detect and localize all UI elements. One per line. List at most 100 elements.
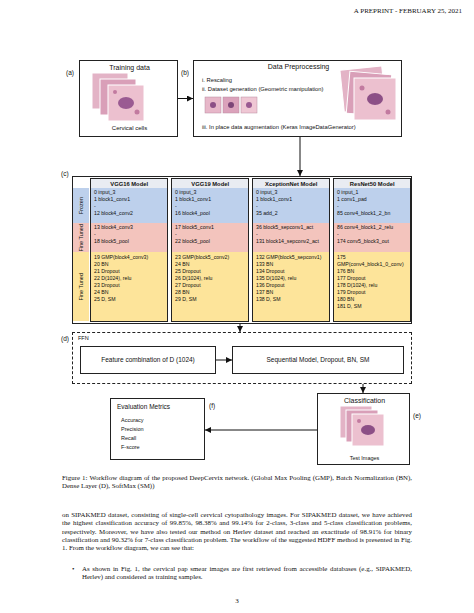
cell-nucleus: [210, 102, 216, 108]
flow-arrow: [205, 430, 317, 431]
test-images: [340, 406, 384, 446]
cell-nucleus: [361, 425, 375, 435]
node-text: -: [337, 231, 407, 238]
node-text: Sequential Model, Dropout, BN, SM: [267, 356, 370, 364]
cell-nucleus: [228, 102, 234, 108]
cell-image: [346, 410, 378, 442]
diagram-box: Sequential Model, Dropout, BN, SM: [232, 346, 404, 374]
diagram-box: 132 GMP(block5_sepconv1)133 BN134 Dropou…: [253, 252, 329, 321]
training-images: [92, 73, 144, 121]
diagram-box: 36 block5_sepconv1_act-131 block14_sepco…: [253, 223, 329, 252]
node-text: 174 conv5_block3_out: [337, 238, 407, 245]
node-text: Cervical cells: [80, 125, 179, 132]
diagram-box: ResNet50 Model0 input_11 conv1_pad-85 co…: [333, 178, 411, 322]
diagram-box: 175 GMP(conv4_block1_0_conv)176 BN177 Dr…: [334, 252, 410, 321]
node-text: Frozen: [78, 197, 85, 214]
diagram-box: Feature combination of D (1024): [80, 346, 216, 374]
rescaled-images: [205, 97, 257, 113]
page-text: As shown in Fig. 1, the cervical pap sme…: [82, 565, 412, 582]
node-text: 0 input_3: [94, 189, 164, 196]
cell-blob: [135, 110, 140, 115]
node-text: 18 block5_pool: [94, 238, 164, 245]
diagram-box: (f)Evaluation MetricsAccuracyPrecisionRe…: [110, 398, 205, 460]
node-text: 28 BN: [175, 289, 245, 296]
node-text: 137 BN: [256, 289, 326, 296]
node-text: ii. Dataset generation (Geometric manipu…: [202, 86, 344, 93]
node-text: 135 D(1024), relu: [256, 275, 326, 282]
cell-image: [241, 97, 257, 113]
diagram-box: 0 input_31 block1_conv1-16 block4_pool: [172, 188, 248, 223]
diagram-box: 0 input_31 block1_conv1-35 add_2: [253, 188, 329, 223]
node-text: (e): [413, 412, 427, 420]
node-text: 0 input_3: [256, 189, 326, 196]
page-text: on SIPAKMED dataset, consisting of singl…: [62, 511, 412, 552]
node-text: iii. In place data augmentation (Keras I…: [202, 124, 402, 131]
node-text: VGG19 Model: [172, 181, 248, 188]
node-text: (c): [61, 170, 73, 178]
cell-image: [92, 73, 128, 109]
cell-image: [340, 406, 372, 438]
node-text: Precision: [121, 426, 201, 433]
node-text: FFN: [78, 335, 108, 342]
node-text: 25 D, SM: [94, 296, 164, 303]
cell-image: [100, 79, 136, 115]
diagram-box: (d)FFNFeature combination of D (1024)Seq…: [72, 332, 412, 384]
node-text: (a): [66, 69, 80, 77]
node-text: Fine Tuned: [78, 273, 85, 301]
node-text: 131 block14_sepconv2_act: [256, 238, 326, 245]
node-text: 181 D, SM: [337, 303, 407, 310]
node-text: XceptionNet Model: [253, 181, 329, 188]
cell-blob: [386, 110, 391, 115]
diagram-box: Frozen: [73, 188, 89, 223]
node-text: 12 block4_conv2: [94, 210, 164, 217]
node-text: -: [94, 231, 164, 238]
node-text: 138 D, SM: [256, 296, 326, 303]
node-text: 27 Dropout: [175, 282, 245, 289]
node-text: Recall: [121, 435, 201, 442]
node-text: 17 block5_conv1: [175, 224, 245, 231]
node-text: 23 GMP(block5_conv2): [175, 254, 245, 261]
node-text: 20 BN: [94, 261, 164, 268]
cell-nucleus: [112, 91, 126, 101]
node-text: 22 D(1024), relu: [94, 275, 164, 282]
node-text: 176 BN: [337, 268, 407, 275]
page-text: 3: [227, 597, 247, 605]
diagram-box: 23 GMP(block5_conv2)24 BN25 Dropout26 D(…: [172, 252, 248, 321]
node-text: 21 Dropout: [94, 268, 164, 275]
diagram-box: 86 conv4_block1_2_relu-174 conv5_block3_…: [334, 223, 410, 252]
node-text: 19 GMP(block4_conv3): [94, 254, 164, 261]
cell-image: [340, 66, 386, 112]
node-text: 36 block5_sepconv1_act: [256, 224, 326, 231]
diagram-box: XceptionNet Model0 input_31 block1_conv1…: [252, 178, 330, 322]
node-text: 0 input_1: [337, 189, 407, 196]
diagram-box: VGG16 Model0 input_31 block1_conv1 - 12 bl…: [90, 178, 168, 322]
node-text: -: [175, 203, 245, 210]
node-text: 177 Dropout: [337, 275, 407, 282]
flow-arrow: [216, 360, 232, 361]
augmented-images: [340, 66, 396, 120]
node-text: 1 block1_conv1: [256, 196, 326, 203]
flow-arrow: [240, 324, 241, 332]
cell-nucleus: [102, 84, 114, 94]
diagram-box: 13 block4_conv3-18 block5_pool: [91, 223, 167, 252]
cell-blob: [113, 90, 117, 94]
cell-image: [223, 97, 239, 113]
cell-nucleus: [367, 93, 383, 105]
diagram-box: (c)FrozenFine TunedFine TunedVGG16 Model…: [72, 176, 412, 324]
diagram-box: (e)ClassificationTest Images: [317, 393, 410, 465]
node-text: -: [256, 231, 326, 238]
node-text: 1 conv1_pad: [337, 196, 407, 203]
node-text: (d): [61, 335, 73, 343]
node-text: F-score: [121, 444, 201, 451]
node-text: Data Preprocessing: [194, 63, 403, 71]
node-text: 1 block1_conv1: [94, 196, 164, 203]
node-text: 23 Dropout: [94, 282, 164, 289]
cell-image: [354, 78, 396, 120]
node-text: 178 D(1024), relu: [337, 282, 407, 289]
diagram-box: (a)Training dataCervical cells: [79, 60, 178, 137]
node-text: VGG16 Model: [91, 181, 167, 188]
node-text: 16 block4_pool: [175, 210, 245, 217]
node-text: 22 block5_pool: [175, 238, 245, 245]
node-text: 86 conv4_block1_2_relu: [337, 224, 407, 231]
node-text: 179 Dropout: [337, 289, 407, 296]
